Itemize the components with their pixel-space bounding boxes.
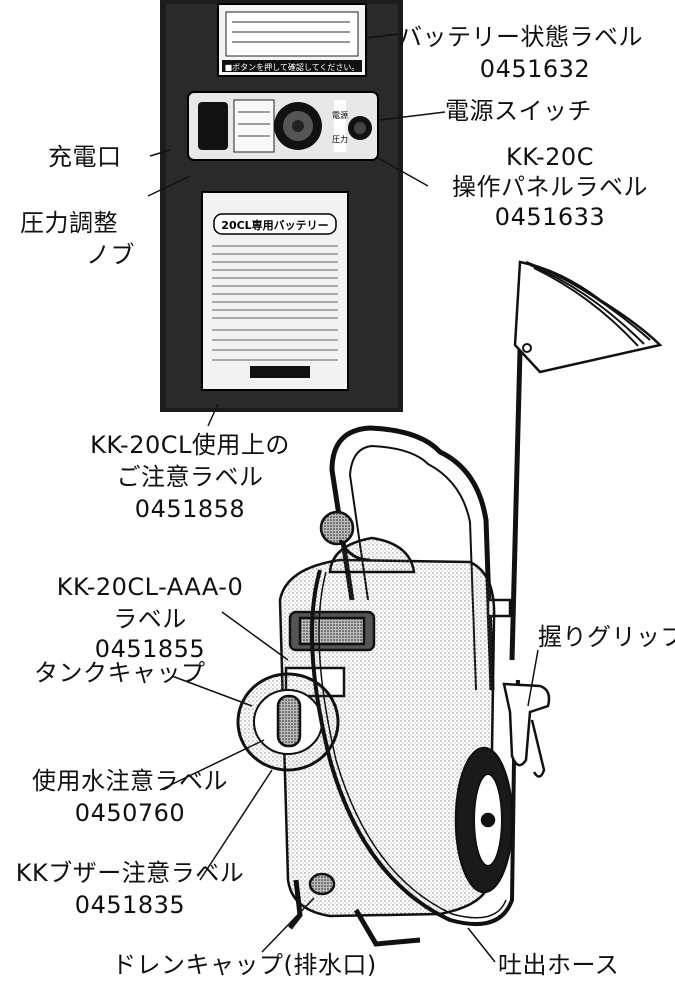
sprayer-drawing xyxy=(236,260,663,947)
buzzer-caution-label-name: KKブザー注意ラベル xyxy=(15,859,245,887)
charging-port-label: 充電口 xyxy=(48,143,122,171)
power-switch-label: 電源スイッチ xyxy=(445,97,592,125)
control-panel-label-code: 0451633 xyxy=(494,203,606,231)
drain-cap-label: ドレンキャップ(排水口) xyxy=(112,951,377,979)
control-panel-photo: ■ボタンを押して確認してください。 電源 圧力 20CL専用バッテリー xyxy=(160,0,403,412)
discharge-hose-label: 吐出ホース xyxy=(498,951,620,979)
drain-cap-shape xyxy=(308,872,336,896)
warning-strip-text: ■ボタンを押して確認してください。 xyxy=(225,62,360,72)
tank-cap-label: タンクキャップ xyxy=(34,659,206,687)
model-label-line2: ラベル xyxy=(113,605,187,633)
knob-ball-shape xyxy=(319,510,355,546)
usage-caution-label-line1: KK-20CL使用上の xyxy=(90,431,290,459)
control-panel-label-line2: 操作パネルラベル xyxy=(452,173,648,201)
pressure-knob-label-line1: 圧力調整 xyxy=(20,209,118,237)
usage-caution-label-line2: ご注意ラベル xyxy=(116,463,264,491)
charging-port-socket xyxy=(198,102,228,150)
panel-tag-power: 電源 xyxy=(332,111,348,120)
usage-caution-label-code: 0451858 xyxy=(134,495,246,523)
grip-label: 握りグリップ xyxy=(538,623,675,651)
water-caution-label-code: 0450760 xyxy=(74,799,186,827)
spray-gun-shape xyxy=(502,682,551,767)
battery-status-label-name: バッテリー状態ラベル xyxy=(398,23,643,51)
buzzer-caution-label-code: 0451835 xyxy=(74,891,186,919)
panel-tag-pressure: 圧力 xyxy=(332,134,348,144)
hose-shape xyxy=(310,569,520,926)
battery-title: 20CL専用バッテリー xyxy=(221,218,328,232)
battery-status-label-code: 0451632 xyxy=(479,55,591,83)
control-panel-label-line1: KK-20C xyxy=(506,143,594,171)
model-label-line1: KK-20CL-AAA-0 xyxy=(56,573,244,601)
leader-lines xyxy=(147,33,539,963)
model-label-code: 0451855 xyxy=(94,635,206,663)
water-caution-label-name: 使用水注意ラベル xyxy=(32,767,228,795)
pressure-knob-label-line2: ノブ xyxy=(86,241,135,269)
